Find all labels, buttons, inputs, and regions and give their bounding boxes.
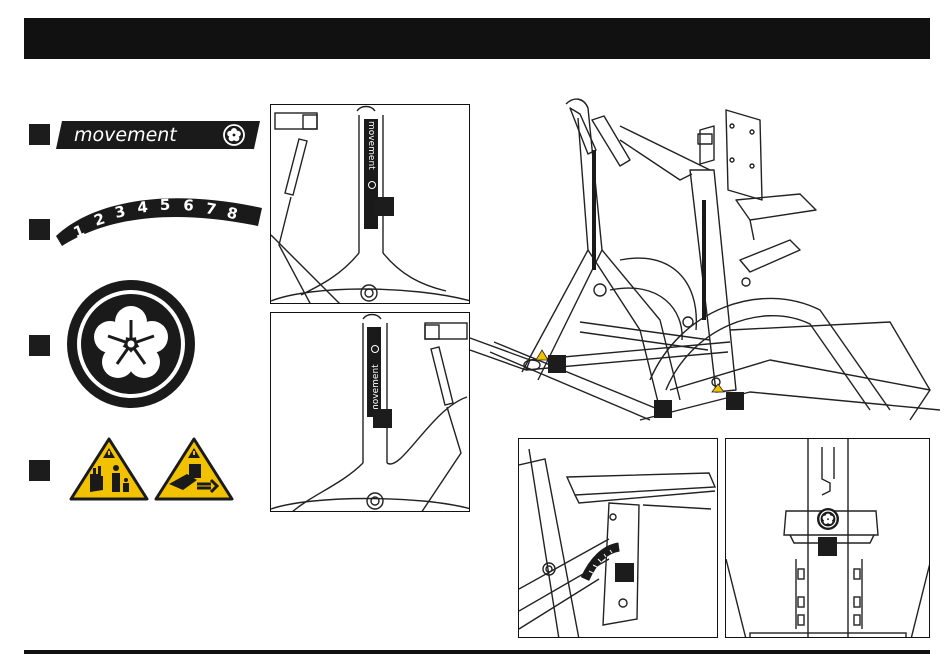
hand-crush-warning-icon (68, 436, 150, 502)
number-arc-decal: 1 2 3 4 5 6 7 8 (50, 186, 265, 246)
detail-panel-lower: movement (270, 312, 470, 512)
callout-marker-scale (615, 563, 634, 582)
legend-marker-2 (29, 219, 50, 240)
legend-marker-3 (29, 335, 50, 356)
detail-panel-seat-scale (518, 438, 718, 638)
machine-overview-drawing (470, 90, 940, 440)
rear-movement-logo-icon (817, 508, 839, 530)
legend-marker-1 (29, 124, 50, 145)
column-logo-text: movement (366, 121, 376, 170)
logo-text: movement (74, 124, 178, 146)
movement-logo-decal: movement (52, 119, 262, 151)
callout-marker-base (654, 400, 672, 418)
number-4: 4 (136, 198, 149, 217)
callout-marker-frame (548, 355, 566, 373)
detail-panel-upper: movement (270, 104, 470, 304)
number-6: 6 (183, 196, 195, 215)
column-logo-text-2: movement (371, 364, 381, 413)
header-bar (24, 18, 930, 59)
number-5: 5 (160, 196, 171, 214)
callout-marker-lower (373, 409, 392, 428)
round-logo-decal (64, 277, 198, 411)
legend-marker-4 (29, 460, 50, 481)
pinch-warning-icon (153, 436, 235, 502)
callout-marker-rear-detail (818, 537, 837, 556)
callout-marker-rear (726, 392, 744, 410)
footer-bar (24, 650, 930, 654)
detail-panel-rear-logo (725, 438, 930, 638)
callout-marker-upper (375, 197, 394, 216)
